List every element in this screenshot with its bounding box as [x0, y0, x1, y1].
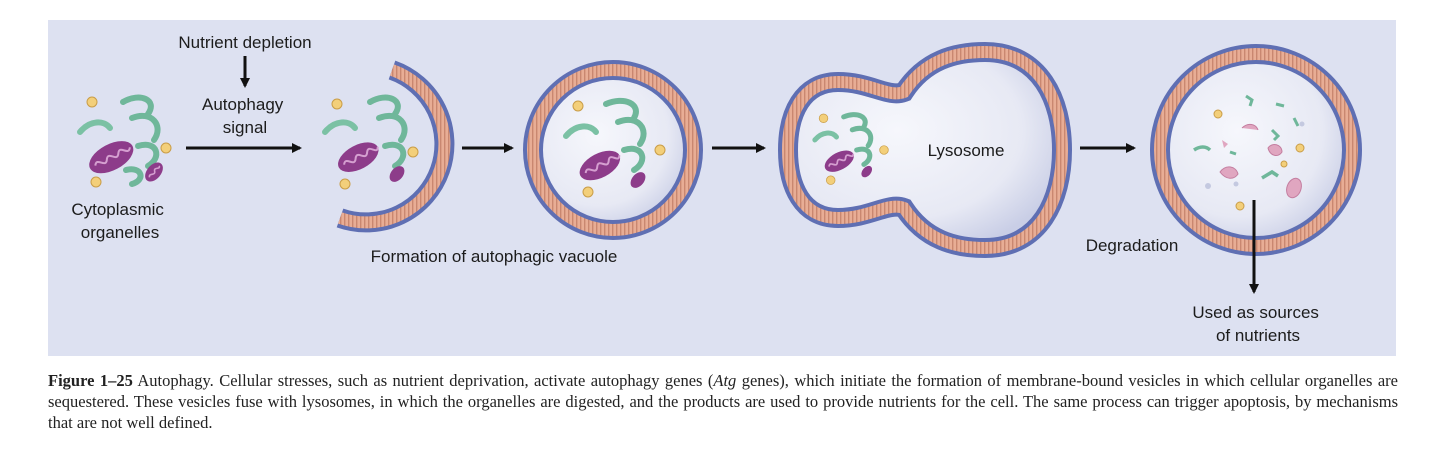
- label-degradation: Degradation: [1086, 236, 1179, 255]
- caption-atg: Atg: [713, 371, 737, 390]
- organelles-inside: [322, 94, 419, 190]
- caption-text-part2: genes), which initiate the formation of …: [48, 371, 1398, 432]
- vesicle-dot: [90, 176, 102, 188]
- label-lysosome: Lysosome: [928, 141, 1005, 160]
- er-cluster: [77, 94, 161, 187]
- autophagosome: [523, 60, 703, 240]
- label-cytoplasmic-organelles: Cytoplasmic organelles: [71, 200, 168, 242]
- organelles-inside: [563, 97, 666, 198]
- figure-caption: Figure 1–25 Autophagy. Cellular stresses…: [48, 370, 1398, 433]
- label-formation-autophagic-vacuole: Formation of autophagic vacuole: [371, 247, 618, 266]
- label-autophagy-signal: Autophagy signal: [202, 95, 288, 137]
- label-nutrient-depletion: Nutrient depletion: [178, 33, 311, 52]
- degradation-vesicle: [1150, 44, 1362, 256]
- digested-debris: [1193, 94, 1305, 211]
- mitochondrion: [89, 141, 134, 174]
- vesicle-dot: [86, 96, 98, 108]
- caption-text-part1: Autophagy. Cellular stresses, such as nu…: [132, 371, 714, 390]
- vesicle-dot: [160, 142, 172, 154]
- autolysosome-fusion: [777, 41, 1073, 259]
- phagophore-stage: [322, 60, 455, 233]
- organelles-free: [77, 94, 172, 188]
- label-used-as-sources: Used as sources of nutrients: [1192, 303, 1323, 345]
- figure-number: Figure 1–25: [48, 371, 133, 390]
- organelles-inside: [812, 112, 889, 185]
- mitochondrion: [145, 162, 163, 182]
